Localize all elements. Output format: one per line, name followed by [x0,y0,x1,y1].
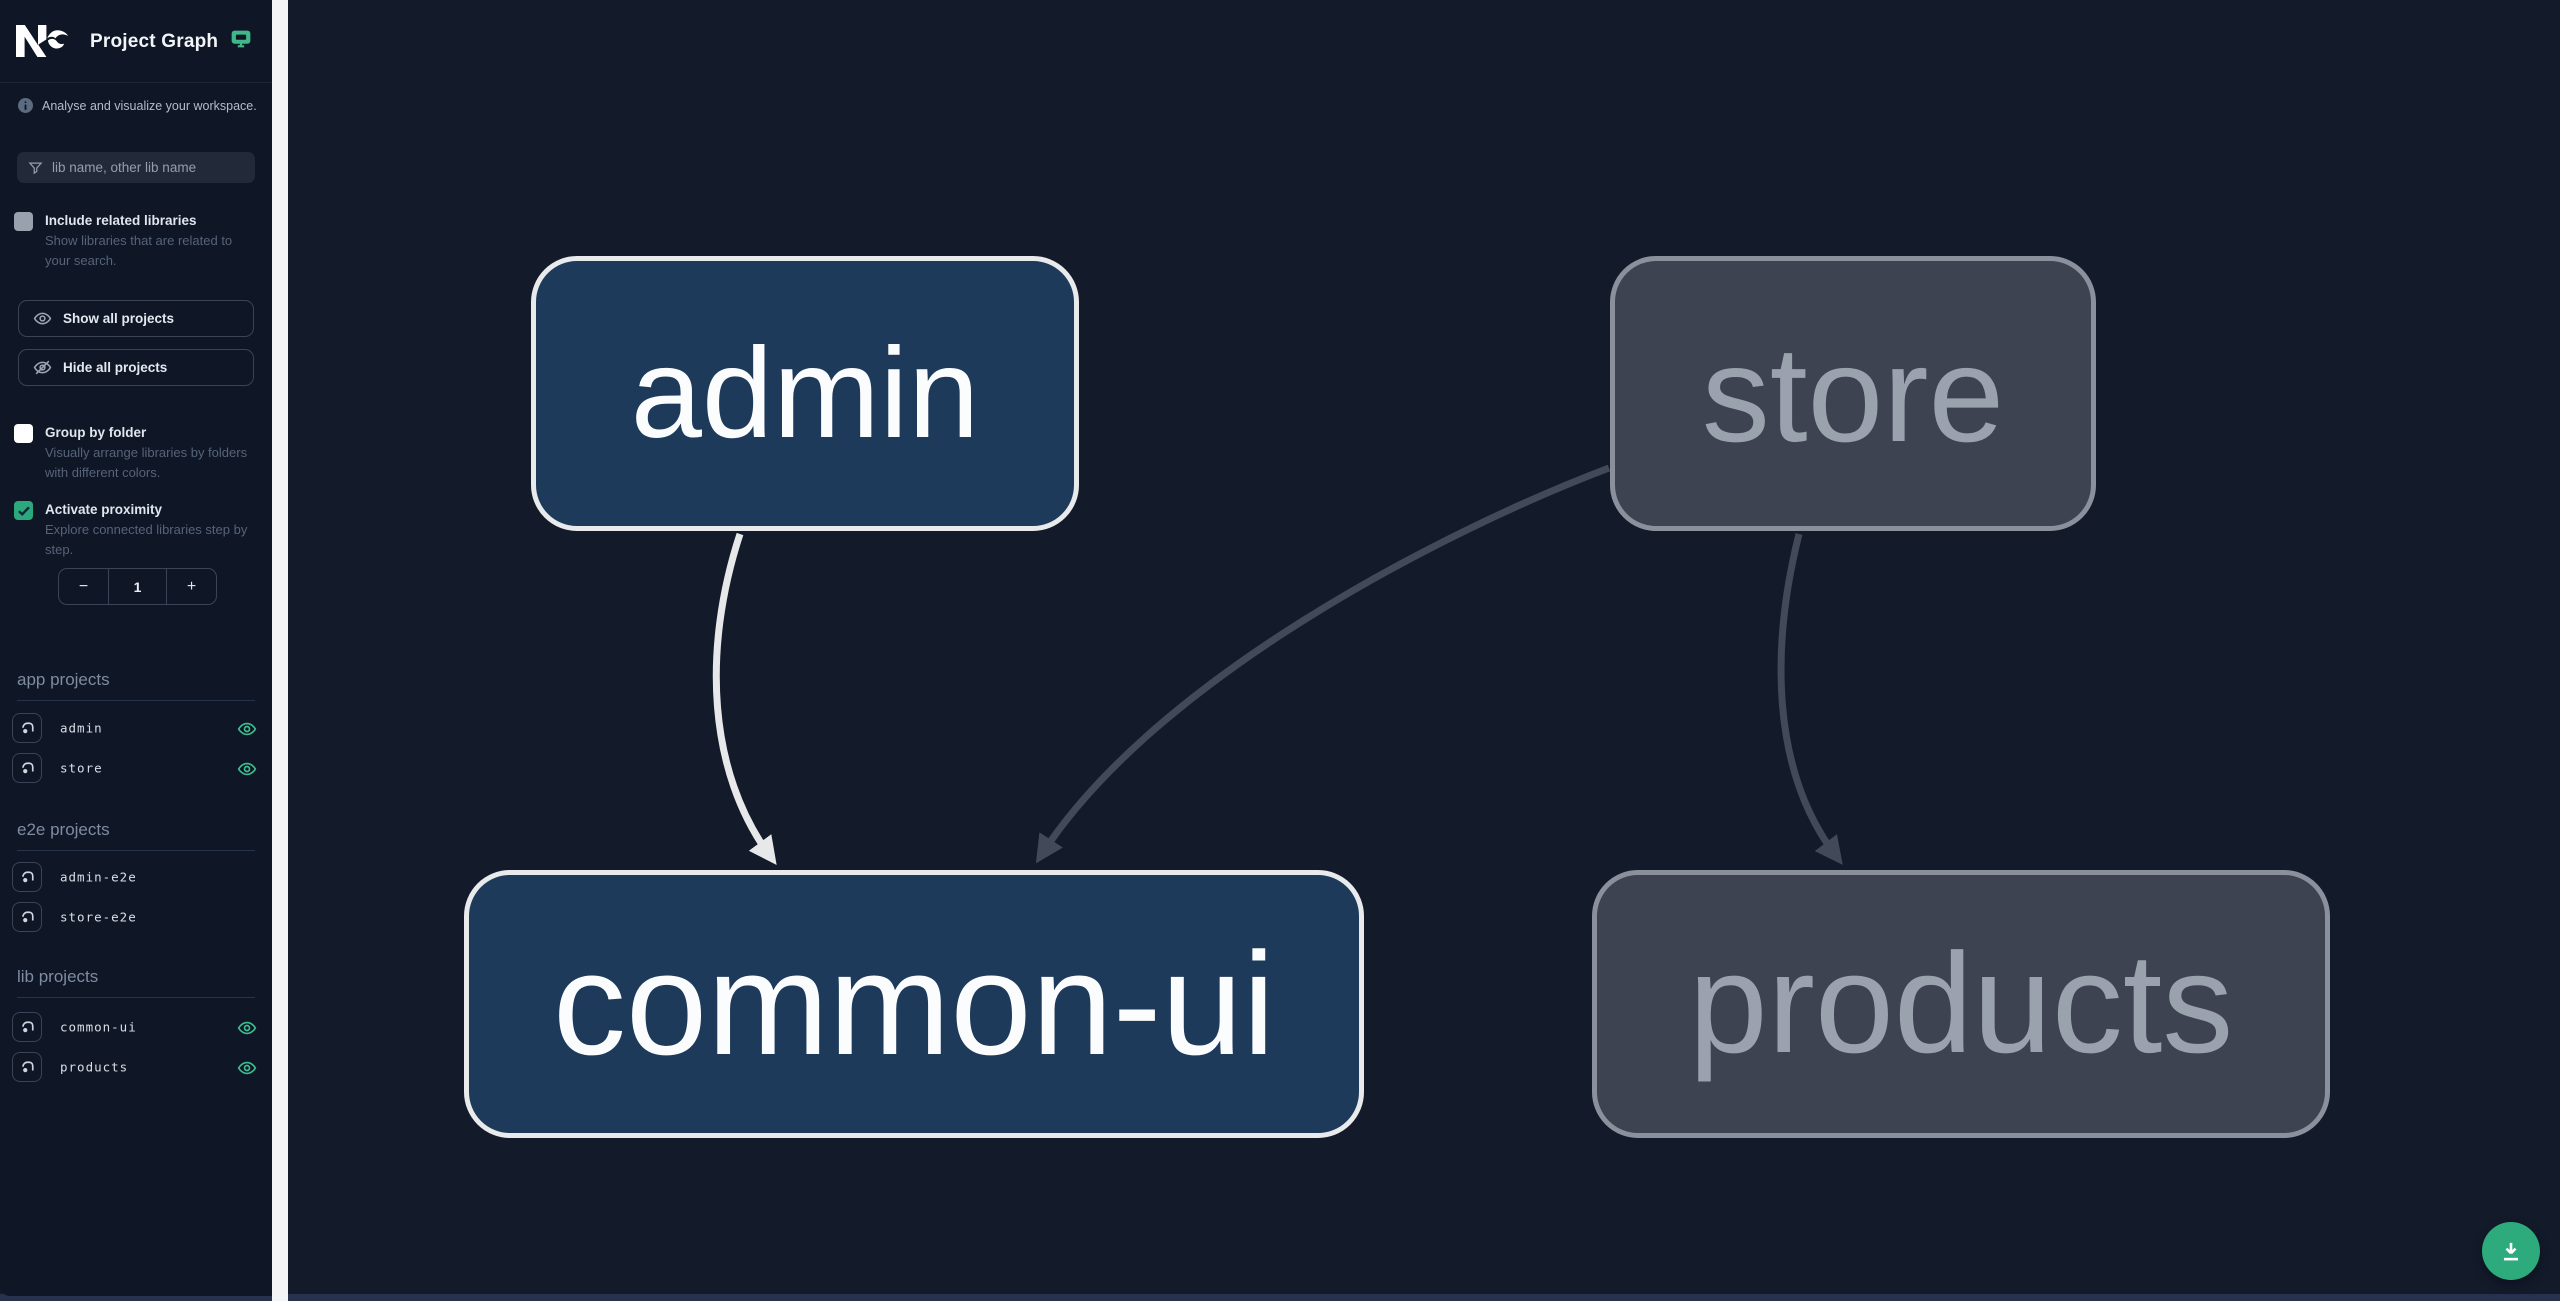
project-row-admin-e2e: admin-e2e [0,862,272,892]
search-input[interactable] [52,160,232,175]
node-label: admin [630,321,980,465]
hide-all-projects-button[interactable]: Hide all projects [18,349,254,386]
include-related-label: Include related libraries [45,213,197,228]
project-row-products: products [0,1052,272,1082]
section-divider [17,850,255,851]
focus-project-button[interactable] [12,1012,42,1042]
eye-icon [33,312,52,325]
sidebar-header: Project Graph [0,0,272,83]
checkmark-icon [17,505,30,516]
section-divider [17,700,255,701]
proximity-value: 1 [108,569,167,604]
sidebar: Project Graph Analyse and visualize your… [0,0,272,1296]
focus-project-button[interactable] [12,713,42,743]
graph-node-admin[interactable]: admin [531,256,1079,531]
project-row-common-ui: common-ui [0,1012,272,1042]
project-name: products [60,1059,129,1075]
toggle-visibility-eye-icon[interactable] [236,718,258,740]
activate-proximity-description: Explore connected libraries step by step… [45,522,248,557]
activate-proximity-checkbox[interactable] [14,501,33,520]
section-title-e2e-projects: e2e projects [17,820,110,839]
download-graph-button[interactable] [2482,1222,2540,1280]
focus-icon [21,910,34,922]
focus-project-button[interactable] [12,1052,42,1082]
hide-all-projects-label: Hide all projects [63,360,168,375]
activate-proximity-label: Activate proximity [45,502,163,517]
proximity-stepper: − 1 + [58,568,217,605]
project-row-store-e2e: store-e2e [0,902,272,932]
show-all-projects-button[interactable]: Show all projects [18,300,254,337]
download-icon [2503,1242,2519,1261]
include-related-checkbox[interactable] [14,212,33,231]
toggle-visibility-eye-icon[interactable] [236,758,258,780]
tagline-text: Analyse and visualize your workspace. [42,98,257,113]
focus-project-button[interactable] [12,753,42,783]
focus-project-button[interactable] [12,862,42,892]
graph-node-products[interactable]: products [1592,870,2330,1138]
project-name: store [60,760,103,776]
project-name: admin [60,720,103,736]
project-row-admin: admin [0,713,272,743]
group-by-folder-checkbox[interactable] [14,424,33,443]
node-label: store [1701,317,2005,470]
project-row-store: store [0,753,272,783]
section-title-lib-projects: lib projects [17,967,99,986]
focus-icon [21,721,34,733]
toggle-visibility-eye-icon[interactable] [236,1017,258,1039]
project-name: admin-e2e [60,869,137,885]
proximity-increment-button[interactable]: + [167,569,216,604]
project-name: common-ui [60,1019,137,1035]
include-related-description: Show libraries that are related to your … [45,233,233,268]
app-title: Project Graph [90,31,219,52]
search-box [17,152,255,183]
focus-project-button[interactable] [12,902,42,932]
project-name: store-e2e [60,909,137,925]
focus-icon [21,870,34,882]
group-by-folder-label: Group by folder [45,425,147,440]
option-include-related: Include related libraries Show libraries… [14,211,258,271]
section-title-app-projects: app projects [17,670,110,689]
window-bottom-edge [0,1294,2560,1301]
graph-node-store[interactable]: store [1610,256,2096,531]
option-activate-proximity: Activate proximity Explore connected lib… [14,500,258,560]
group-by-folder-description: Visually arrange libraries by folders wi… [45,445,248,480]
info-icon [18,98,33,113]
option-group-by-folder: Group by folder Visually arrange librari… [14,423,258,483]
eye-off-icon [33,360,52,375]
show-all-projects-label: Show all projects [63,311,175,326]
sidebar-scrollbar[interactable] [272,0,288,1301]
focus-icon [21,1060,34,1072]
focus-icon [21,1020,34,1032]
toggle-visibility-eye-icon[interactable] [236,1057,258,1079]
graph-node-common-ui[interactable]: common-ui [464,870,1364,1138]
nx-logo-icon [16,25,68,57]
node-label: common-ui [552,922,1276,1085]
focus-icon [21,761,34,773]
section-divider [17,997,255,998]
tagline: Analyse and visualize your workspace. [18,98,257,113]
filter-icon [28,160,43,175]
monitor-icon[interactable] [229,28,253,52]
proximity-decrement-button[interactable]: − [59,569,108,604]
node-label: products [1688,924,2234,1083]
